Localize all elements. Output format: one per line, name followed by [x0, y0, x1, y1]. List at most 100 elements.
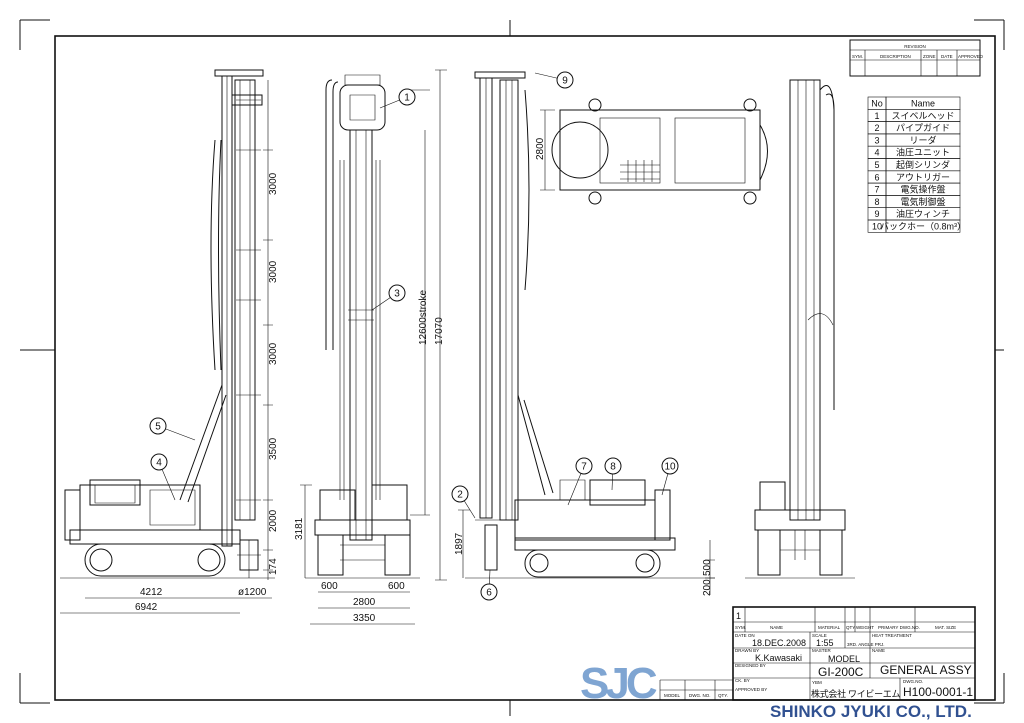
part-number: 7	[874, 185, 879, 195]
callout-7: 7	[567, 457, 593, 506]
dim-6942: 6942	[135, 602, 158, 613]
callout-number: 1	[404, 93, 410, 104]
dim-3500: 3500	[268, 437, 279, 460]
projection: 3RD. ANGLE PRJ.	[847, 642, 885, 647]
dim-600-right: 600	[388, 581, 405, 592]
checked-by-label: CK. BY	[735, 678, 750, 683]
dim-4212: 4212	[140, 587, 163, 598]
part-number: 10	[872, 222, 882, 232]
callout-number: 4	[156, 458, 162, 469]
tb-header: WEIGHT	[856, 625, 874, 630]
dim-3000-b: 3000	[268, 260, 279, 283]
callout-number: 3	[394, 289, 400, 300]
part-name: パイプガイド	[896, 123, 950, 133]
dim-3000-c: 3000	[268, 342, 279, 365]
part-number: 9	[874, 209, 879, 219]
dim-500: 500	[702, 559, 713, 576]
callouts: 1 2 3 4 5 6 7 8 9 10	[149, 71, 679, 601]
dim-3000-a: 3000	[268, 172, 279, 195]
title-block: 1 SYM. NAME MATERIAL QTY. WEIGHT PRIMARY…	[659, 606, 976, 701]
part-name: 電気制御盤	[900, 196, 945, 207]
part-number: 5	[874, 160, 879, 170]
company-name-jp: 株式会社 ワイビーエム	[811, 688, 901, 699]
rear-view	[745, 79, 855, 579]
scale-value: 1:55	[816, 638, 834, 648]
part-number: 4	[874, 148, 879, 158]
tb-header: NAME	[770, 625, 783, 630]
company-mark: YBM	[812, 680, 822, 685]
dim-174: 174	[268, 558, 279, 575]
side-view-dimensions: 3000 3000 3000 3500 2000 174 4212 ø1200 …	[60, 80, 279, 614]
drawing-name: GENERAL ASSY	[880, 663, 972, 677]
front-view-dimensions: 3181 600 2800 600 3350 12600stroke 17070	[294, 69, 447, 625]
heat-treatment-label: HEAT TREATMENT	[872, 633, 912, 638]
left-header-qty: QTY.	[718, 693, 728, 698]
callout-4: 4	[150, 453, 176, 501]
dim-3181: 3181	[294, 517, 305, 540]
part-name: リーダ	[909, 134, 936, 145]
drawing-frame	[19, 19, 1005, 716]
revision-title: REVISION	[904, 44, 926, 49]
model-label: MODEL	[828, 654, 860, 664]
callout-number: 7	[581, 462, 587, 473]
company-watermark: SJC SHINKO JYUKI CO., LTD.	[580, 659, 972, 721]
part-name: 電気操作盤	[900, 184, 945, 195]
parts-header-name: Name	[911, 99, 935, 109]
right-side-view	[465, 71, 715, 579]
date-value: 18.DEC.2008	[752, 638, 806, 648]
part-name: アウトリガー	[896, 172, 950, 182]
tb-header: PRIMARY DWG.NO.	[878, 625, 920, 630]
part-number: 2	[874, 123, 879, 133]
callout-number: 6	[486, 588, 492, 599]
sjc-logo: SJC	[580, 659, 657, 708]
dim-1897: 1897	[454, 532, 465, 555]
dim-600-left: 600	[321, 581, 338, 592]
name-label: NAME	[872, 648, 885, 653]
revision-header: DATE	[941, 54, 953, 59]
callout-number: 5	[155, 422, 161, 433]
tb-header: MATERIAL	[818, 625, 841, 630]
model-value: GI-200C	[818, 665, 864, 679]
callout-1: 1	[379, 88, 416, 109]
sym-value: 1	[736, 611, 741, 621]
date-label: DATE ON	[735, 633, 755, 638]
scale-label: SCALE	[812, 633, 827, 638]
dim-diameter-1200: ø1200	[238, 587, 267, 598]
tb-header: QTY.	[846, 625, 856, 630]
callout-5: 5	[149, 417, 196, 441]
dim-17070: 17070	[434, 317, 445, 345]
dim-12600-stroke: 12600stroke	[418, 290, 429, 345]
part-name: 油圧ウィンチ	[896, 208, 950, 219]
revision-header: SYM.	[852, 54, 863, 59]
part-name: 起倒シリンダ	[896, 159, 950, 170]
company-name-en: SHINKO JYUKI CO., LTD.	[770, 702, 972, 721]
part-name: スイベルヘッド	[891, 111, 954, 121]
tb-header: SYM.	[735, 625, 746, 630]
drawn-by-label: DRAWN BY	[735, 648, 759, 653]
part-number: 3	[874, 135, 879, 145]
right-side-view-dimensions: 1897 200 500	[454, 509, 715, 596]
front-view	[305, 74, 420, 579]
master-label: MASTER	[812, 648, 832, 653]
dim-2000: 2000	[268, 509, 279, 532]
approved-by-label: APPROVED BY	[735, 687, 767, 692]
revision-block: REVISION SYM. DESCRIPTION ZONE DATE APPR…	[849, 39, 984, 77]
part-name: バックホー（0.8m³）	[880, 222, 966, 232]
callout-10: 10	[661, 457, 679, 496]
callout-8: 8	[604, 457, 622, 491]
callout-number: 9	[562, 76, 568, 87]
revision-header: ZONE	[923, 54, 936, 59]
callout-3: 3	[371, 284, 406, 311]
part-number: 8	[874, 197, 879, 207]
parts-header-no: No	[871, 99, 883, 109]
part-name: 油圧ユニット	[896, 147, 950, 158]
dim-2800: 2800	[353, 597, 376, 608]
dim-plan-2800: 2800	[535, 137, 546, 160]
drawn-by-value: K.Kawasaki	[755, 653, 802, 663]
dim-200: 200	[702, 579, 713, 596]
tb-header: MAT. SIZE	[935, 625, 956, 630]
callout-number: 2	[457, 490, 463, 501]
revision-header: APPROVED	[958, 54, 984, 59]
